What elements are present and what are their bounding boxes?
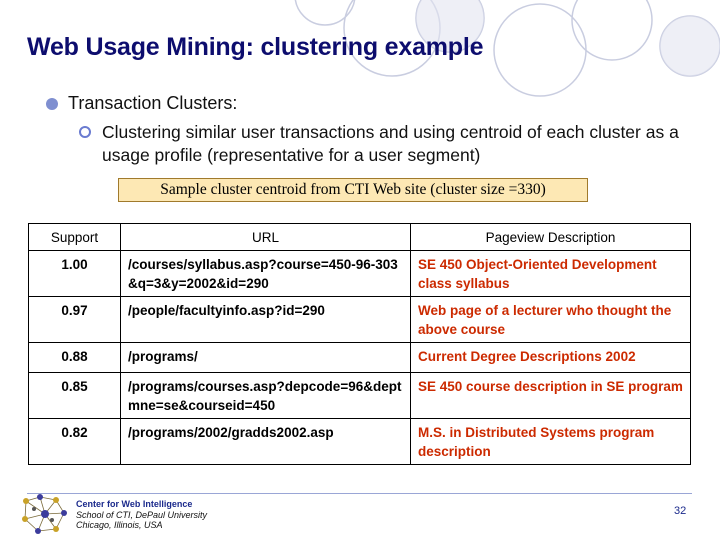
cell-url: /courses/syllabus.asp?course=450-96-303&… — [120, 250, 411, 297]
cell-description: Web page of a lecturer who thought the a… — [410, 296, 691, 343]
sub-bullet-clustering: Clustering similar user transactions and… — [79, 121, 679, 167]
cell-description: SE 450 Object-Oriented Development class… — [410, 250, 691, 297]
page-number: 32 — [674, 505, 687, 517]
table-row: 0.88 /programs/ Current Degree Descripti… — [28, 342, 691, 373]
bullet-transaction-clusters: Transaction Clusters: — [46, 93, 237, 114]
bullet-ring-icon — [79, 126, 91, 138]
cell-support: 0.97 — [28, 296, 121, 343]
cell-description: M.S. in Distributed Systems program desc… — [410, 418, 691, 465]
cell-url: /people/facultyinfo.asp?id=290 — [120, 296, 411, 343]
header-support: Support — [28, 223, 121, 251]
table-row: 0.85 /programs/courses.asp?depcode=96&de… — [28, 372, 691, 419]
table-row: 0.82 /programs/2002/gradds2002.asp M.S. … — [28, 418, 691, 465]
slide-title: Web Usage Mining: clustering example — [27, 33, 484, 61]
cell-support: 0.88 — [28, 342, 121, 373]
footer-org: Center for Web Intelligence — [76, 499, 193, 509]
cell-description: SE 450 course description in SE program — [410, 372, 691, 419]
table-row: 0.97 /people/facultyinfo.asp?id=290 Web … — [28, 296, 691, 343]
footer-divider — [27, 493, 692, 494]
table-caption: Sample cluster centroid from CTI Web sit… — [118, 178, 588, 202]
footer-city: Chicago, Illinois, USA — [76, 520, 163, 530]
table-header-row: Support URL Pageview Description — [28, 223, 691, 251]
header-url: URL — [120, 223, 411, 251]
bullet2-text: Clustering similar user transactions and… — [102, 122, 679, 165]
footer-institution: Center for Web Intelligence School of CT… — [76, 499, 207, 531]
cell-url: /programs/2002/gradds2002.asp — [120, 418, 411, 465]
bullet1-text: Transaction Clusters: — [68, 93, 238, 113]
cluster-centroid-table: Support URL Pageview Description 1.00 /c… — [28, 223, 691, 465]
table-row: 1.00 /courses/syllabus.asp?course=450-96… — [28, 250, 691, 297]
cell-support: 1.00 — [28, 250, 121, 297]
cell-url: /programs/ — [120, 342, 411, 373]
network-logo-icon — [22, 494, 67, 534]
bullet-dot-icon — [46, 97, 58, 110]
footer-school: School of CTI, DePaul University — [76, 509, 208, 520]
header-pageview-description: Pageview Description — [410, 223, 691, 251]
cell-support: 0.85 — [28, 372, 121, 419]
cell-description: Current Degree Descriptions 2002 — [410, 342, 691, 373]
cell-support: 0.82 — [28, 418, 121, 465]
cell-url: /programs/courses.asp?depcode=96&deptmne… — [120, 372, 411, 419]
